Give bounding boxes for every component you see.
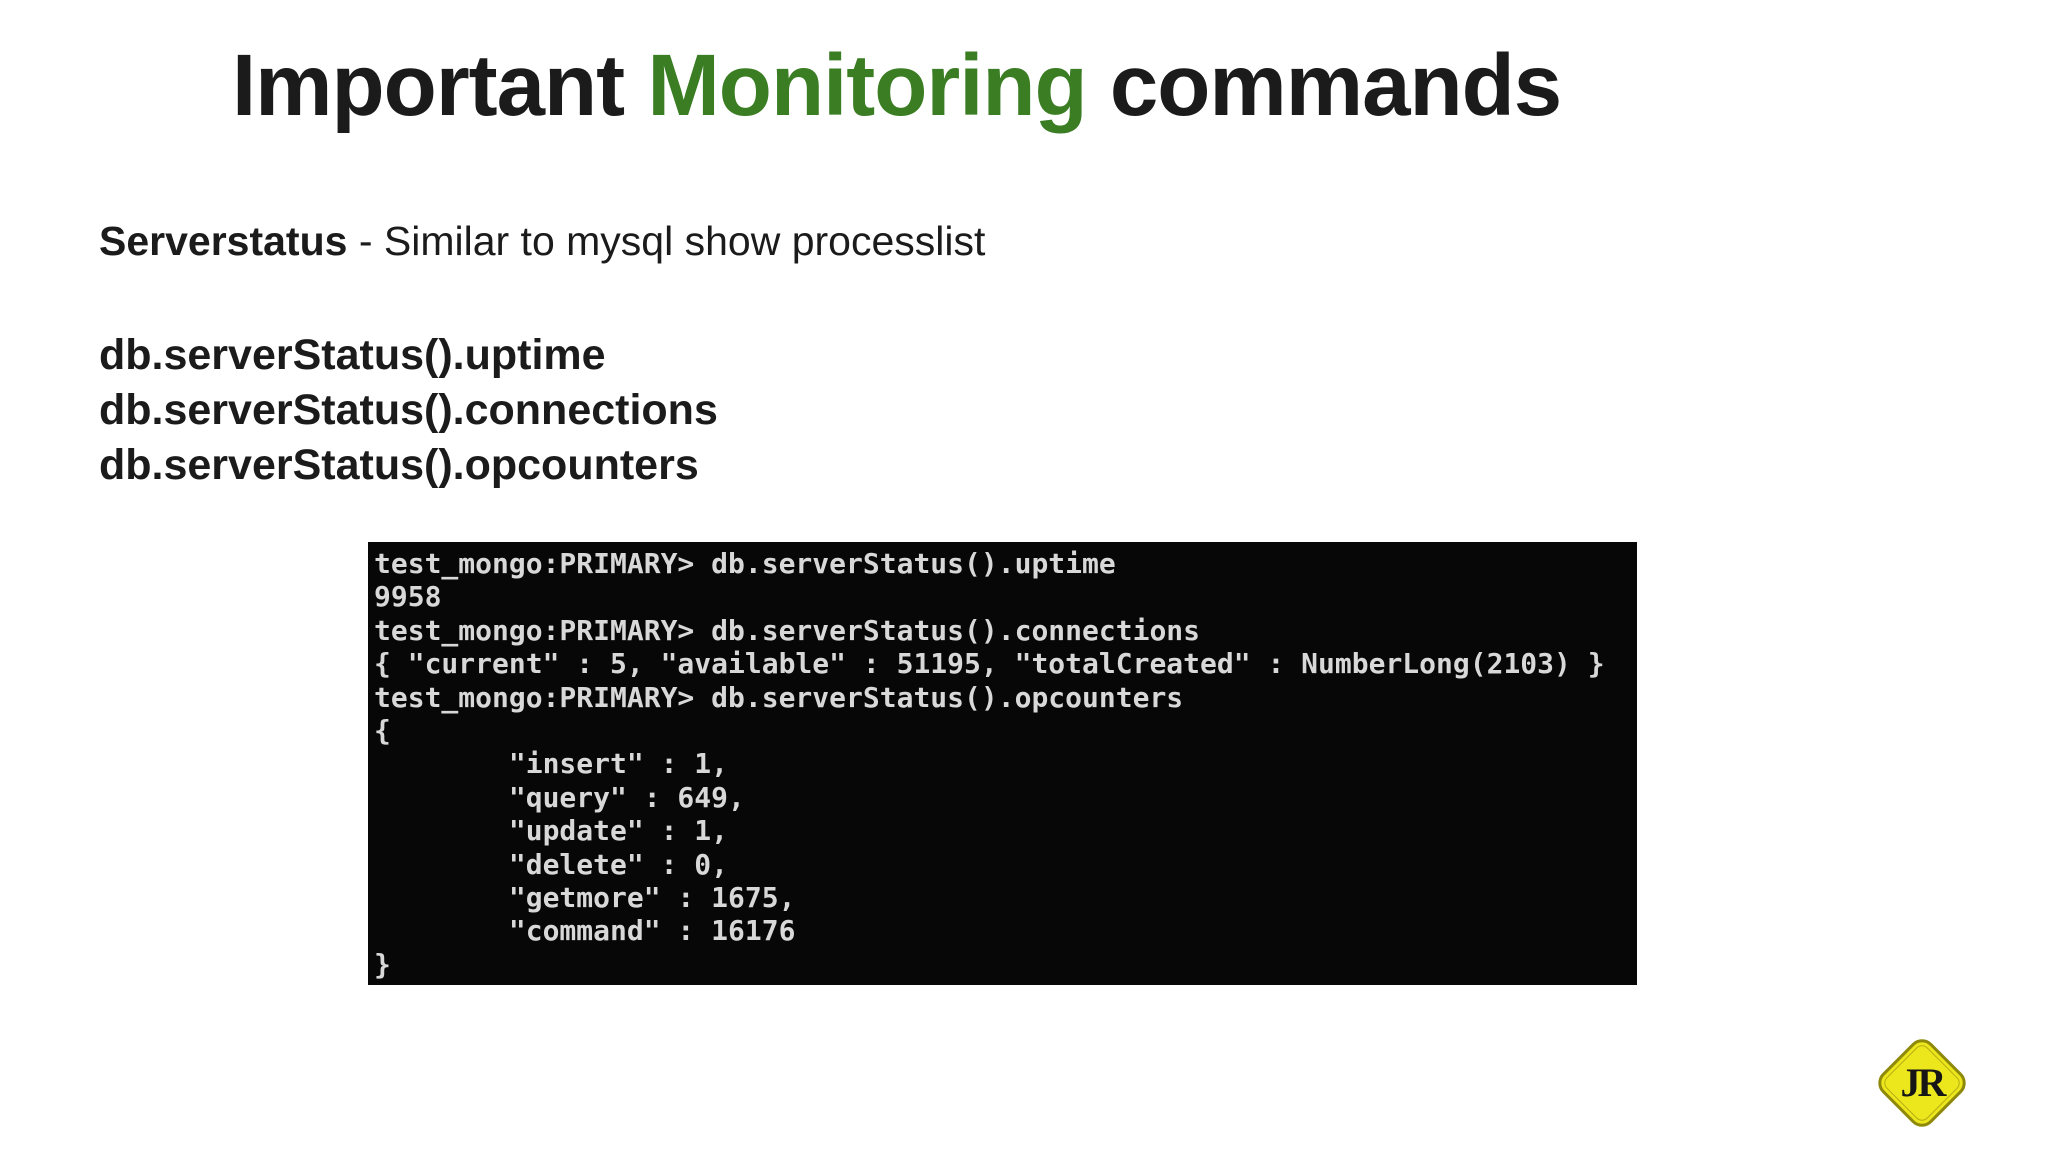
command-list: db.serverStatus().uptime db.serverStatus… [99, 328, 718, 493]
terminal-line: test_mongo:PRIMARY> db.serverStatus().co… [374, 613, 1201, 647]
terminal-line: "delete" : 0, [374, 847, 729, 881]
title-part-1: Important [232, 37, 648, 134]
subtitle: Serverstatus - Similar to mysql show pro… [99, 218, 985, 265]
command-item: db.serverStatus().opcounters [99, 441, 699, 489]
title-part-2: commands [1086, 37, 1562, 134]
terminal-line: "query" : 649, [374, 780, 745, 814]
terminal-line: } [374, 947, 391, 981]
terminal-line: 9958 [374, 580, 442, 614]
subtitle-description: - Similar to mysql show processlist [347, 218, 986, 264]
terminal-line: "getmore" : 1675, [374, 881, 796, 915]
logo-initials: JR [1900, 1059, 1944, 1105]
terminal-line: "update" : 1, [374, 814, 729, 848]
terminal-line: { [374, 714, 391, 748]
command-item: db.serverStatus().connections [99, 386, 718, 434]
jr-diamond-logo: JR [1872, 1033, 1972, 1133]
terminal-screenshot: test_mongo:PRIMARY> db.serverStatus().up… [368, 542, 1637, 985]
terminal-line: test_mongo:PRIMARY> db.serverStatus().up… [374, 547, 1116, 580]
terminal-line: "insert" : 1, [374, 747, 729, 781]
command-item: db.serverStatus().uptime [99, 331, 606, 379]
subtitle-term: Serverstatus [99, 218, 348, 264]
terminal-line: { "current" : 5, "available" : 51195, "t… [374, 647, 1605, 681]
title-highlight: Monitoring [647, 37, 1087, 134]
terminal-line: test_mongo:PRIMARY> db.serverStatus().op… [374, 680, 1184, 714]
page-title: Important Monitoring commands [232, 36, 1562, 136]
terminal-line: "command" : 16176 [374, 914, 796, 948]
